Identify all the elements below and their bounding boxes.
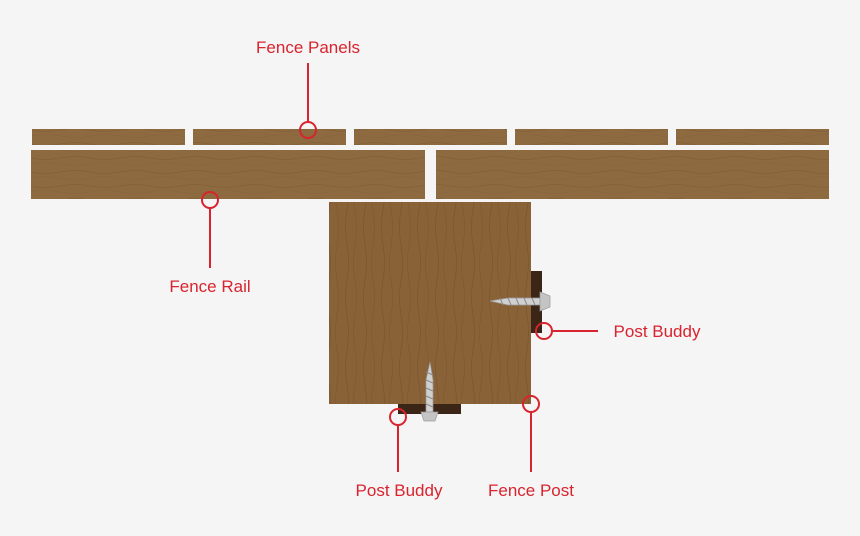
fence-rails: [31, 150, 829, 199]
post-buddy-bottom-label: Post Buddy: [355, 481, 443, 500]
fence-panels: [32, 129, 829, 145]
fence-rail-label: Fence Rail: [169, 277, 251, 296]
screw-bottom-icon: [420, 361, 439, 422]
post-buddy-side-label: Post Buddy: [613, 322, 701, 341]
fence-post-label: Fence Post: [488, 481, 574, 500]
fence-panels-marker: [299, 121, 317, 139]
fence-panels-label: Fence Panels: [256, 38, 360, 57]
screw-side-icon: [489, 291, 551, 312]
